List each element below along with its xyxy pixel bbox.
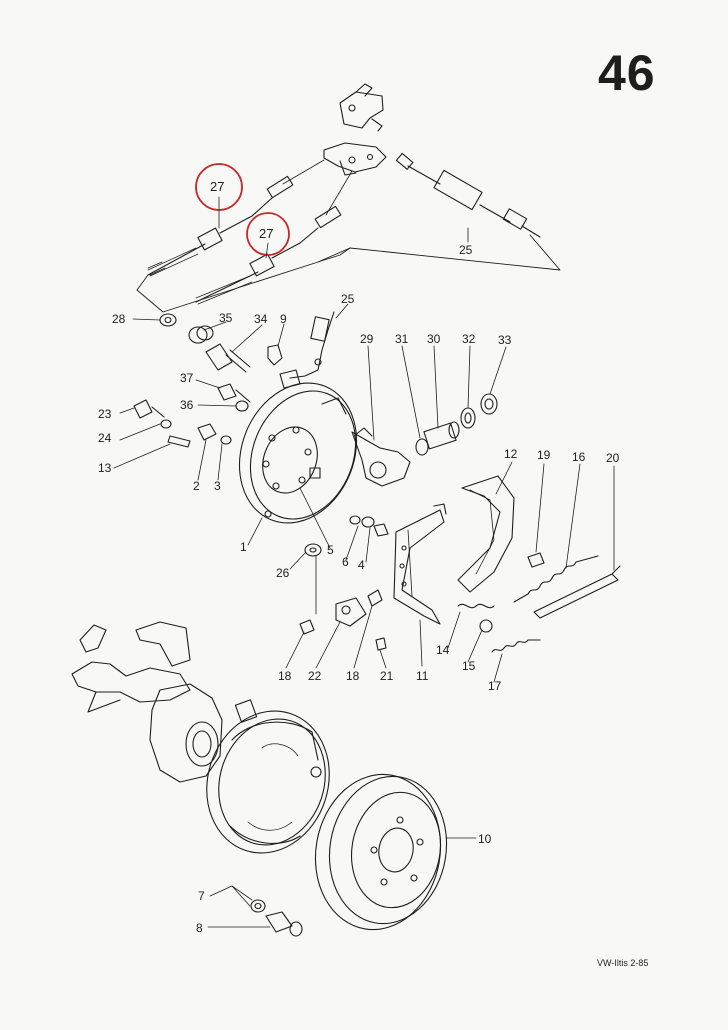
callout-5: 5 bbox=[327, 543, 334, 557]
callout-27-upper: 27 bbox=[210, 179, 224, 194]
callout-4: 4 bbox=[358, 558, 365, 572]
spring-16 bbox=[513, 555, 599, 603]
backing-plate-1 bbox=[238, 382, 358, 524]
spring-14 bbox=[457, 603, 495, 609]
washer-5 bbox=[349, 515, 361, 525]
callout-20: 20 bbox=[606, 451, 620, 465]
clip-9 bbox=[267, 344, 283, 366]
cap-15 bbox=[479, 619, 493, 633]
parking-brake-cable-upper bbox=[147, 175, 294, 276]
callout-2: 2 bbox=[193, 479, 200, 493]
callout-31: 31 bbox=[395, 332, 409, 346]
callout-11: 11 bbox=[416, 669, 429, 683]
washer-24 bbox=[160, 419, 172, 429]
callout-6: 6 bbox=[342, 555, 349, 569]
pin-13 bbox=[167, 435, 191, 448]
callout-18-right: 18 bbox=[346, 669, 360, 683]
bushing-35 bbox=[188, 325, 214, 344]
callout-19: 19 bbox=[537, 448, 551, 462]
callout-18-left: 18 bbox=[278, 669, 292, 683]
page-number: 46 bbox=[598, 45, 656, 101]
steering-knuckle-assembly bbox=[71, 621, 223, 783]
nut-6 bbox=[361, 516, 375, 528]
footer-caption: VW-Iltis 2-85 bbox=[597, 958, 649, 968]
callout-32: 32 bbox=[462, 332, 476, 346]
cylinder-22 bbox=[335, 597, 367, 627]
wheel-bolt-8 bbox=[265, 911, 303, 937]
washer-36 bbox=[235, 400, 249, 412]
callout-26: 26 bbox=[276, 566, 290, 580]
highlighted-callout-27-lower: 27 bbox=[246, 212, 290, 259]
bleeder-valve-18-left bbox=[299, 619, 315, 635]
bolt-23 bbox=[133, 399, 165, 419]
callout-14: 14 bbox=[436, 643, 450, 657]
cable-threaded-ends bbox=[147, 247, 253, 305]
callout-10: 10 bbox=[478, 832, 492, 846]
callout-34: 34 bbox=[254, 312, 268, 326]
callout-16: 16 bbox=[572, 450, 586, 464]
callout-8: 8 bbox=[196, 921, 203, 935]
plug-26 bbox=[304, 543, 322, 557]
callout-30: 30 bbox=[427, 332, 441, 346]
callout-23: 23 bbox=[98, 407, 112, 421]
callout-13: 13 bbox=[98, 461, 112, 475]
brake-backing-plate-assembled bbox=[206, 699, 330, 854]
callout-17: 17 bbox=[488, 679, 502, 693]
callout-15: 15 bbox=[462, 659, 476, 673]
clip-19 bbox=[527, 552, 545, 568]
callout-35: 35 bbox=[219, 311, 233, 325]
grommet-28 bbox=[159, 313, 177, 327]
spring-33 bbox=[480, 393, 498, 415]
callout-1: 1 bbox=[240, 540, 247, 554]
callout-25-hose: 25 bbox=[341, 292, 355, 306]
lever-20 bbox=[533, 565, 621, 619]
handbrake-equalizer bbox=[323, 142, 387, 176]
cap-4 bbox=[373, 523, 389, 537]
leader-lines bbox=[113, 227, 615, 928]
brake-hose-25 bbox=[279, 311, 335, 389]
callout-29: 29 bbox=[360, 332, 374, 346]
callout-22: 22 bbox=[308, 669, 322, 683]
handbrake-lever-bracket bbox=[339, 83, 384, 132]
spring-17 bbox=[491, 639, 541, 653]
washer-3 bbox=[220, 435, 232, 445]
callout-9: 9 bbox=[280, 312, 287, 326]
piston-30 bbox=[423, 421, 460, 450]
bolt-37 bbox=[217, 383, 251, 403]
brake-shoe-12 bbox=[457, 475, 515, 593]
callout-36: 36 bbox=[180, 398, 194, 412]
callout-25-upper: 25 bbox=[459, 243, 473, 257]
highlighted-callout-27-upper: 27 bbox=[195, 163, 243, 229]
callout-21: 21 bbox=[380, 669, 394, 683]
bleeder-screw-34 bbox=[205, 343, 251, 373]
nut-2 bbox=[197, 423, 217, 441]
cable-routing-frame bbox=[136, 234, 561, 313]
dust-cap-31 bbox=[415, 438, 429, 456]
callout-28: 28 bbox=[112, 312, 126, 326]
brake-shoe-11 bbox=[393, 503, 447, 625]
seal-32 bbox=[460, 407, 476, 429]
callout-labels: 25 25 28 35 34 9 29 31 30 32 33 37 36 23… bbox=[98, 243, 620, 935]
callout-12: 12 bbox=[504, 447, 518, 461]
wheel-cylinder-29 bbox=[351, 427, 411, 487]
pin-21 bbox=[375, 637, 387, 651]
brake-drum-10 bbox=[314, 773, 448, 931]
callout-7: 7 bbox=[198, 889, 205, 903]
washer-7 bbox=[250, 899, 266, 913]
callout-24: 24 bbox=[98, 431, 112, 445]
bleeder-valve-18-right bbox=[367, 589, 383, 607]
callout-3: 3 bbox=[214, 479, 221, 493]
callout-37: 37 bbox=[180, 371, 194, 385]
callout-33: 33 bbox=[498, 333, 512, 347]
cable-guide-lines bbox=[282, 159, 353, 216]
parking-brake-cable-right bbox=[395, 152, 541, 238]
callout-27-lower: 27 bbox=[259, 226, 273, 241]
